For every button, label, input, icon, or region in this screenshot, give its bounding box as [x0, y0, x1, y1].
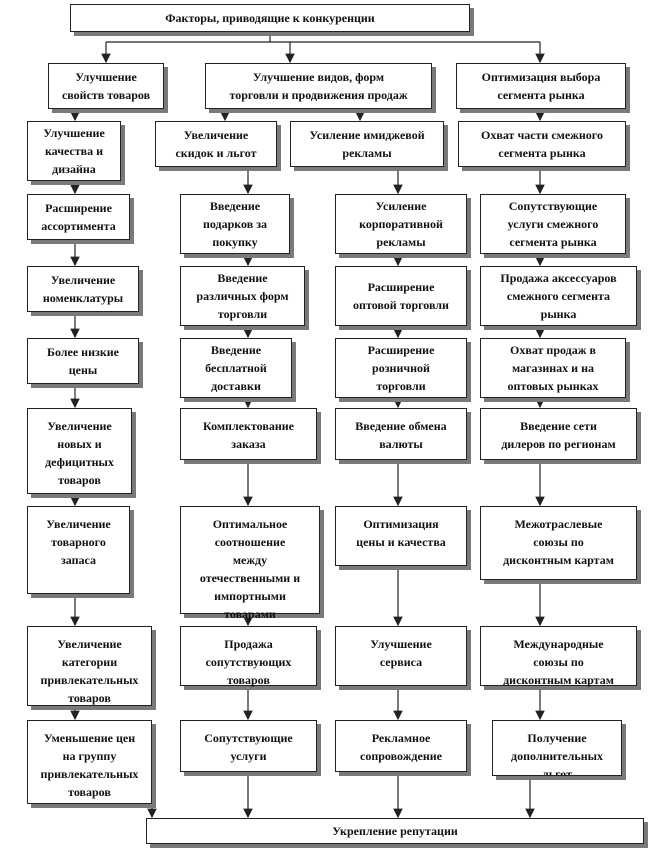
col2-item-5: Комплектование заказа: [180, 408, 317, 460]
header-trade-forms: Улучшение видов, форм торговли и продвиж…: [205, 63, 432, 109]
col1-item-3: Увеличение номенклатуры: [27, 266, 139, 312]
col4-item-5: Введение сети дилеров по регионам: [480, 408, 637, 460]
col4-item-7: Международные союзы по дисконтным картам: [480, 626, 637, 687]
col1-item-2: Расширение ассортимента: [27, 194, 130, 240]
col1-item-5: Увеличение новых и дефицитных товаров: [27, 408, 132, 494]
bottom-node: Укрепление репутации: [146, 818, 644, 844]
col2-item-1: Увеличение скидок и льгот: [155, 121, 277, 167]
col1-item-6: Увеличение товарного запаса: [27, 506, 130, 594]
col4-item-4: Охват продаж в магазинах и на оптовых ры…: [480, 338, 626, 398]
col3-item-6: Оптимизация цены и качества: [335, 506, 467, 566]
col2-item-4: Введение бесплатной доставки: [180, 338, 292, 398]
col2-item-2: Введение подарков за покупку: [180, 194, 290, 254]
col2-item-8: Сопутствующие услуги: [180, 720, 317, 772]
col2-item-6: Оптимальное соотношение между отечествен…: [180, 506, 320, 621]
col4-item-1: Охват части смежного сегмента рынка: [458, 121, 626, 167]
top-node: Факторы, приводящие к конкуренции: [70, 4, 470, 32]
col3-item-8: Рекламное сопровождение: [335, 720, 467, 772]
col1-item-8: Уменьшение цен на группу привлекательных…: [27, 720, 152, 804]
col3-item-2: Усиление корпоративной рекламы: [335, 194, 467, 254]
col3-item-7: Улучшение сервиса: [335, 626, 467, 686]
col4-item-2: Сопутствующие услуги смежного сегмента р…: [480, 194, 626, 254]
col3-item-1: Усиление имиджевой рекламы: [290, 121, 444, 167]
header-segment-choice: Оптимизация выбора сегмента рынка: [456, 63, 626, 109]
col1-item-1: Улучшение качества и дизайна: [27, 121, 121, 181]
col1-item-4: Более низкие цены: [27, 338, 139, 384]
col3-item-4: Расширение розничной торговли: [335, 338, 467, 398]
header-product-properties: Улучшение свойств товаров: [48, 63, 164, 109]
col3-item-5: Введение обмена валюты: [335, 408, 467, 460]
col3-item-3: Расширение оптовой торговли: [335, 266, 467, 326]
col2-item-7: Продажа сопутствующих товаров: [180, 626, 317, 687]
col1-item-7: Увеличение категории привлекательных тов…: [27, 626, 152, 706]
col4-item-6: Межотраслевые союзы по дисконтным картам: [480, 506, 637, 580]
col4-item-3: Продажа аксессуаров смежного сегмента ры…: [480, 266, 637, 326]
col4-item-8: Получение дополнительных льгот: [492, 720, 622, 776]
col2-item-3: Введение различных форм торговли: [180, 266, 305, 326]
